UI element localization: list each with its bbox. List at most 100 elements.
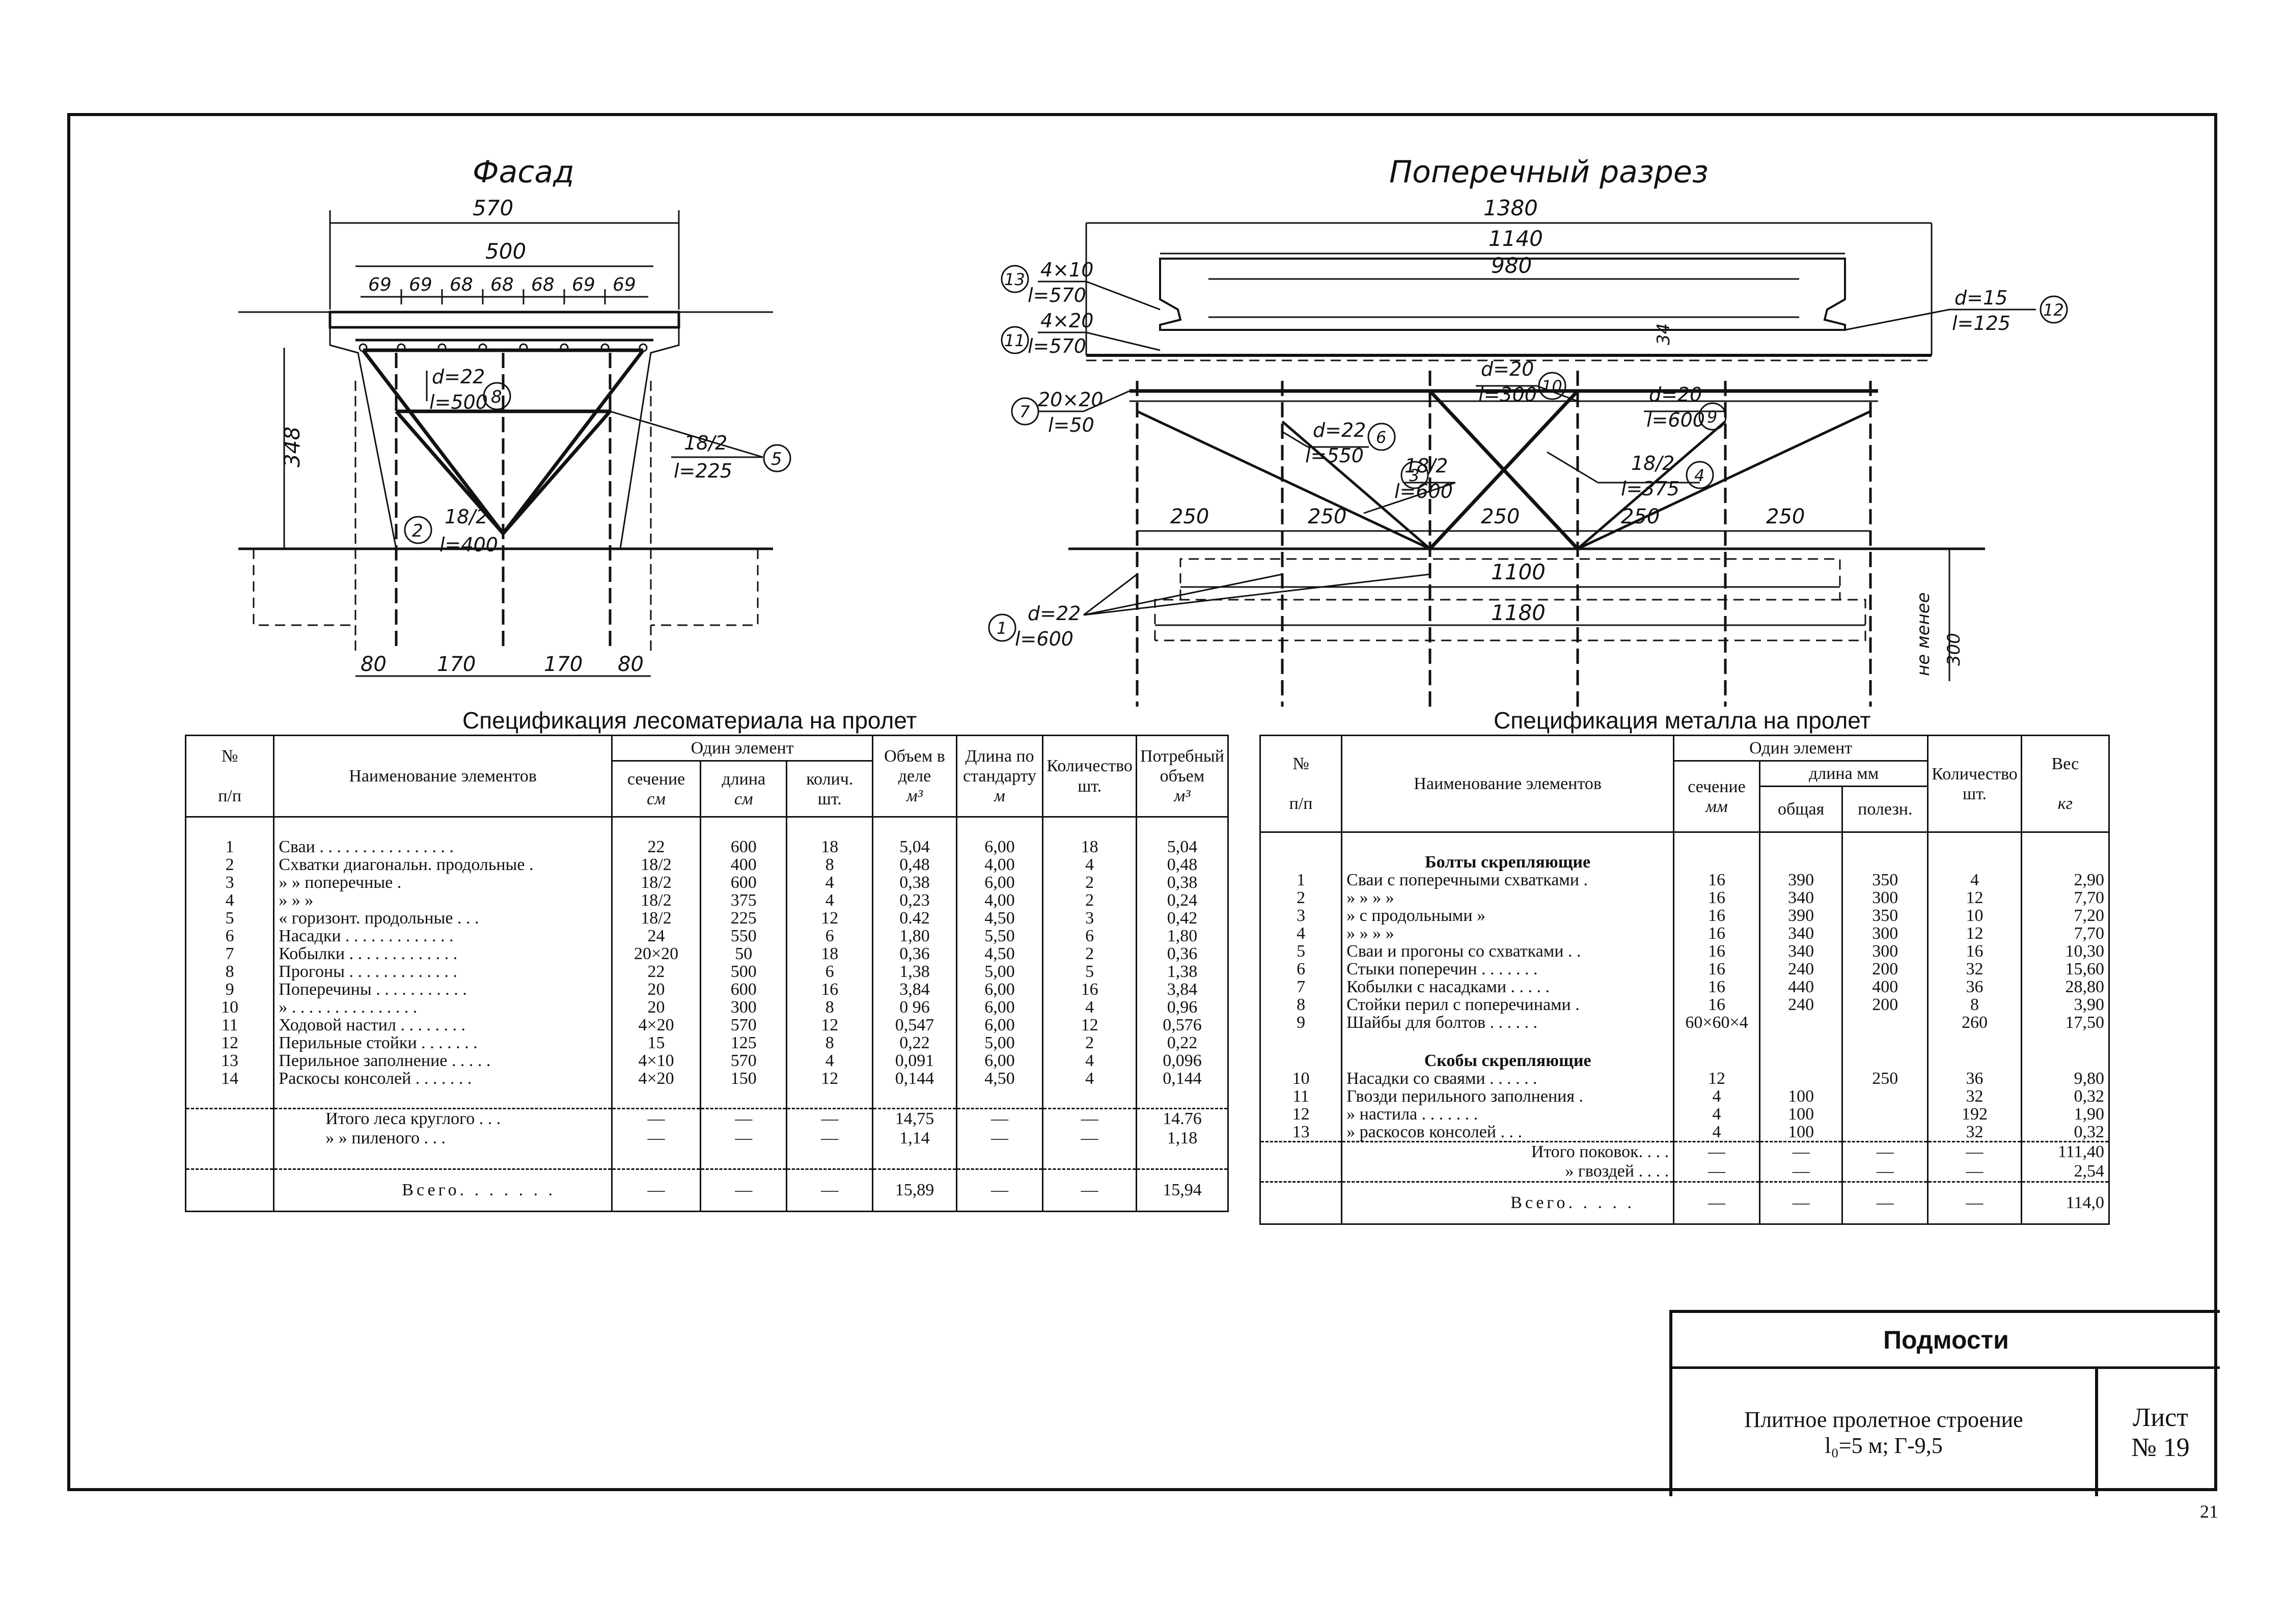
table-cell: 18 xyxy=(786,945,874,963)
section-i7-a: 20×20 xyxy=(1038,388,1104,411)
table-cell: 6 xyxy=(786,963,874,981)
table-cell: 8 xyxy=(786,1034,874,1052)
table-cell: 20 xyxy=(611,998,702,1017)
table-cell: — xyxy=(1927,1141,2022,1162)
table-cell: 1,18 xyxy=(1135,1129,1229,1149)
table-cell: » раскосов консолей . . . xyxy=(1341,1123,1675,1142)
table-cell: 0,36 xyxy=(1135,945,1229,963)
drawing-sheet: Фасад 570 500 69 69 68 68 68 69 69 xyxy=(67,113,2220,1496)
table-cell: — xyxy=(700,1129,788,1149)
table-cell: 1,80 xyxy=(1135,927,1229,945)
table-cell: 8 xyxy=(1259,996,1343,1014)
table-cell: Схватки диагональн. продольные . xyxy=(273,856,613,874)
table-cell: 10 xyxy=(1259,1070,1343,1088)
table-cell: 240 xyxy=(1758,960,1843,978)
table-cell xyxy=(1841,1105,1929,1124)
table-cell: 6 xyxy=(786,927,874,945)
table-cell: » настила . . . . . . . xyxy=(1341,1105,1675,1124)
table-cell: 500 xyxy=(700,963,788,981)
table-cell: 570 xyxy=(700,1052,788,1070)
table-cell: — xyxy=(1673,1162,1760,1182)
table-cell: 100 xyxy=(1758,1087,1843,1106)
timber-col-name: Наименование элементов xyxy=(273,734,613,818)
timber-col-cnt: Количество шт. xyxy=(1042,734,1137,818)
section-i13-l: l=570 xyxy=(1028,284,1086,306)
table-cell: — xyxy=(1673,1181,1760,1225)
table-cell: 6 xyxy=(1042,927,1137,945)
table-cell: » . . . . . . . . . . . . . . . xyxy=(273,998,613,1017)
section-dim-1180: 1180 xyxy=(1491,600,1546,625)
table-cell: 0,096 xyxy=(1135,1052,1229,1070)
grand-total-row: Всего. . . . .————114,0 xyxy=(1259,1181,2110,1225)
section-dim-1140: 1140 xyxy=(1489,226,1543,251)
table-cell: — xyxy=(1673,1141,1760,1162)
table-cell: 12 xyxy=(1927,925,2022,943)
section-i13-no: 13 xyxy=(1004,270,1025,289)
table-cell: 5,04 xyxy=(872,838,957,856)
section-i1-l: l=600 xyxy=(1015,628,1073,650)
table-cell: 5 xyxy=(1259,942,1343,961)
table-cell: 0,576 xyxy=(1135,1016,1229,1034)
table-cell: 0 96 xyxy=(872,998,957,1017)
table-cell: 16 xyxy=(1673,907,1760,925)
section-dim-34: 34 xyxy=(1654,323,1674,345)
table-cell: 12 xyxy=(184,1034,275,1052)
table-cell: 600 xyxy=(700,981,788,999)
facade-dim-69d: 69 xyxy=(613,274,636,295)
table-cell: 200 xyxy=(1841,960,1929,978)
facade-dim-80a: 80 xyxy=(361,653,387,676)
table-cell: 2 xyxy=(1042,1034,1137,1052)
table-cell: 16 xyxy=(1673,871,1760,889)
table-cell: 5 xyxy=(1042,963,1137,981)
table-cell: » гвоздей . . . . xyxy=(1341,1162,1675,1182)
table-cell: Сваи . . . . . . . . . . . . . . . . xyxy=(273,838,613,856)
table-cell: 18/2 xyxy=(611,874,702,892)
table-cell: 4 xyxy=(1673,1087,1760,1106)
table-cell: 150 xyxy=(700,1070,788,1088)
table-cell: 3,90 xyxy=(2020,996,2110,1014)
table-cell xyxy=(1259,1141,1343,1162)
table-cell xyxy=(184,1168,275,1213)
table-cell: 400 xyxy=(1841,978,1929,996)
table-cell: 0,547 xyxy=(872,1016,957,1034)
table-cell: 600 xyxy=(700,838,788,856)
table-cell: 15,89 xyxy=(872,1168,957,1213)
table-cell: 200 xyxy=(1841,996,1929,1014)
facade-item2-a: 18/2 xyxy=(445,506,488,528)
section-dim-250c: 250 xyxy=(1481,505,1520,528)
table-cell: 32 xyxy=(1927,1123,2022,1142)
table-cell: 10,30 xyxy=(2020,942,2110,961)
section-i10-d: d=20 xyxy=(1481,358,1534,380)
table-cell: 4 xyxy=(786,891,874,910)
table-cell: 15,94 xyxy=(1135,1168,1229,1213)
table-cell: Итого поковок. . . . xyxy=(1341,1141,1675,1162)
facade-dim-68c: 68 xyxy=(531,274,555,295)
section-i12-l: l=125 xyxy=(1952,312,2010,334)
table-cell: — xyxy=(611,1129,702,1149)
section-dim-250a: 250 xyxy=(1170,505,1209,528)
table-cell: » » » xyxy=(273,891,613,910)
table-cell: 6,00 xyxy=(955,838,1044,856)
group-header-staples: Скобы скрепляющие xyxy=(1341,1052,1675,1070)
facade-dim-570: 570 xyxy=(473,195,513,220)
table-cell: 6,00 xyxy=(955,874,1044,892)
table-cell: — xyxy=(1841,1181,1929,1225)
section-i11-l: l=570 xyxy=(1028,335,1086,357)
title-block-title: Подмости xyxy=(1672,1313,2220,1369)
table-cell: Раскосы консолей . . . . . . . xyxy=(273,1070,613,1088)
table-cell: — xyxy=(1758,1181,1843,1225)
table-cell: 300 xyxy=(700,998,788,1017)
table-cell: 18/2 xyxy=(611,856,702,874)
table-cell: 192 xyxy=(1927,1105,2022,1124)
table-cell: 15,60 xyxy=(2020,960,2110,978)
table-cell: 2,54 xyxy=(2020,1162,2110,1182)
table-cell: 12 xyxy=(1927,889,2022,907)
table-cell: Стыки поперечин . . . . . . . xyxy=(1341,960,1675,978)
